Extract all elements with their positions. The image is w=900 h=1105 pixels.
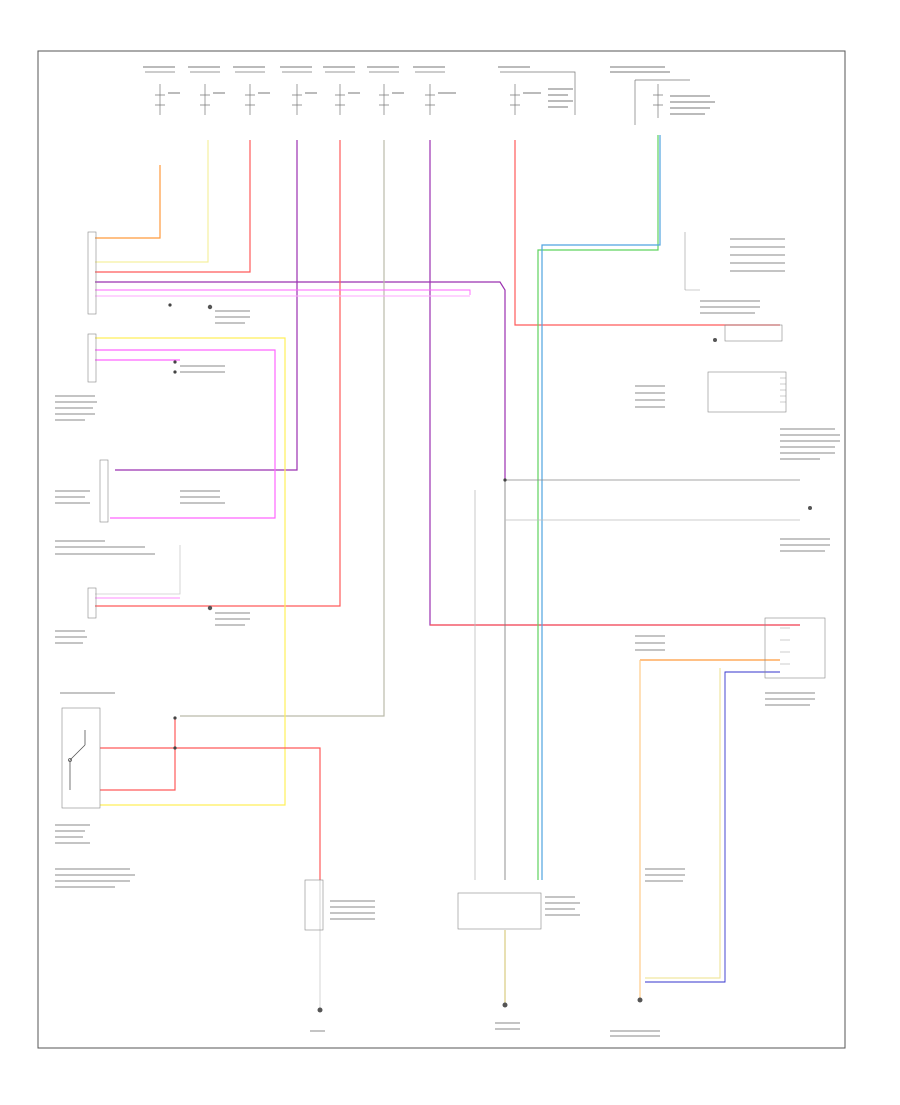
wire-gray [95,545,181,595]
wire-light-yellow [95,140,209,263]
fuse-icon [415,71,445,115]
wire-pink [95,289,471,295]
connector-block [61,231,826,931]
fuse-label-marks [143,66,715,115]
wire-green [537,135,659,880]
wire-red [95,140,251,273]
fuse-icon [190,71,220,115]
connector-pins [684,232,790,665]
diagram-frame [37,50,846,1049]
wire-pink [95,349,276,519]
wire-red [514,140,780,326]
fuse-icon [235,71,265,115]
fine-print-marks [55,238,840,1037]
fuse-icon [369,71,399,115]
switch-icon [68,730,86,790]
wire-orange [95,165,161,239]
fuse-icon [634,79,690,125]
splice-icon [168,303,507,750]
wire-group [95,135,800,1010]
wire-purple [115,140,298,471]
wire-purple [429,140,800,626]
wire-red [100,747,321,880]
fuse-icon [145,71,175,115]
fuse-icon [325,71,355,115]
wire-red [95,140,341,607]
ground-icon [207,304,812,1013]
fuse-icon [282,71,312,115]
wire-purple-horizontal [95,281,506,480]
fuse-block-row [145,71,690,125]
wire-blue [541,135,661,880]
wire-red [100,718,176,791]
wire-gray [180,140,385,717]
wire-yellow [95,337,286,806]
fuse-icon [500,71,576,115]
wire-navy [645,671,780,983]
wire-tan [645,668,721,979]
